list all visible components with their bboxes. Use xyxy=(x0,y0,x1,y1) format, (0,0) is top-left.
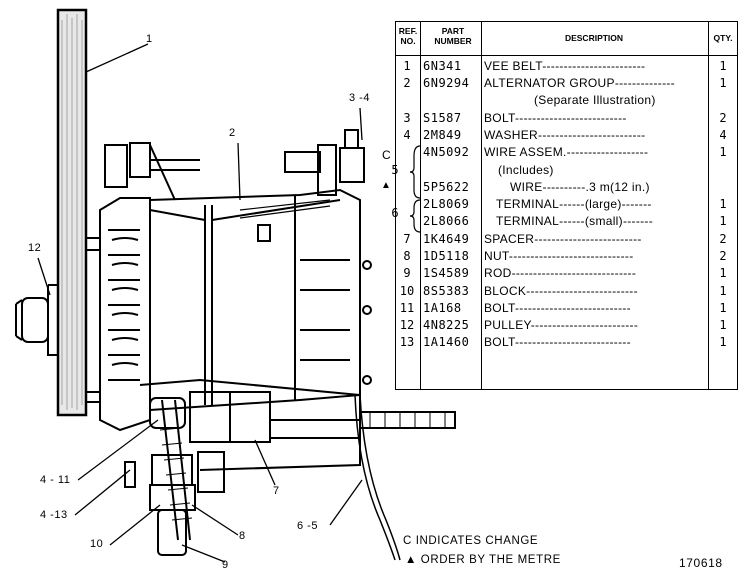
callout-3-4: 3 -4 xyxy=(349,92,370,104)
callout-12: 12 xyxy=(28,242,42,254)
wire-assembly xyxy=(354,394,401,561)
header-qty: QTY. xyxy=(713,33,733,43)
callout-10: 10 xyxy=(90,538,104,550)
header-ref: REF. NO. xyxy=(398,26,418,46)
alternator-front-fan xyxy=(99,197,151,432)
vee-belt xyxy=(56,8,88,417)
adjusting-rod xyxy=(124,397,225,556)
callout-8: 8 xyxy=(239,530,246,542)
header-part-number: PART NUMBER xyxy=(434,26,472,46)
top-bolts xyxy=(104,129,365,201)
callout-9: 9 xyxy=(222,559,229,571)
table-row: 5(Includes) xyxy=(391,163,554,177)
callout-7: 7 xyxy=(273,485,280,497)
figure-id: 170618 xyxy=(679,556,723,570)
change-mark: C xyxy=(382,148,392,162)
note-change: C INDICATES CHANGE xyxy=(403,535,539,547)
table-row: (Separate Illustration) xyxy=(534,93,656,107)
mounting-bracket xyxy=(139,378,456,471)
group-braces xyxy=(409,145,421,233)
alternator-body xyxy=(149,188,372,411)
leader-lines xyxy=(37,43,363,563)
callout-1: 1 xyxy=(146,33,153,45)
note-metre: ▲ ORDER BY THE METRE xyxy=(405,554,561,566)
callout-4-11: 4 - 11 xyxy=(40,474,71,486)
callout-4-13: 4 -13 xyxy=(40,509,68,521)
callout-6-5: 6 -5 xyxy=(297,520,318,532)
callout-2: 2 xyxy=(229,127,236,139)
header-description: DESCRIPTION xyxy=(564,33,624,43)
metre-mark: ▲ xyxy=(381,180,392,191)
